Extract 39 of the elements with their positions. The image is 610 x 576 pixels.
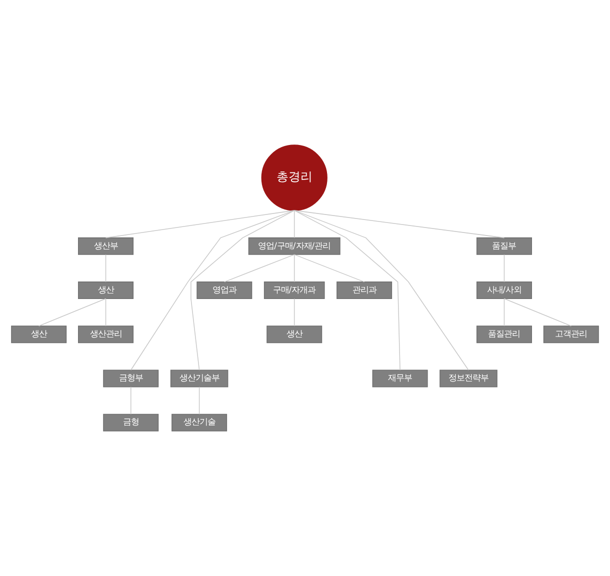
connector [105, 210, 295, 238]
connector [294, 254, 365, 282]
connector [294, 210, 469, 370]
node-box: 구매/자개과 [264, 282, 325, 300]
node-box: 생산기술 [172, 414, 228, 432]
node-box: 생산 [266, 326, 322, 344]
node-box: 고객관리 [543, 326, 599, 344]
connector [504, 298, 572, 326]
connector [224, 254, 295, 282]
connector [190, 210, 295, 370]
connector [130, 386, 132, 415]
connector [504, 254, 505, 282]
connector [38, 298, 106, 326]
node-box: 품질부 [476, 237, 532, 255]
connector [105, 254, 106, 282]
node-box: 정보전략부 [440, 370, 498, 388]
node-box: 생산 [11, 326, 67, 344]
connector [198, 386, 200, 415]
node-box: 품질관리 [476, 326, 532, 344]
connector [294, 298, 295, 326]
connector [504, 298, 505, 326]
node-box: 생산부 [78, 237, 134, 255]
node-box: 영업/구매/자재/관리 [248, 237, 340, 255]
node-box: 생산기술부 [170, 370, 228, 388]
node-box: 생산 [78, 282, 134, 300]
node-circle: 총경리 [261, 144, 328, 211]
node-box: 재무부 [372, 370, 428, 388]
node-box: 관리과 [336, 282, 392, 300]
connector [130, 210, 295, 370]
connector [105, 298, 106, 326]
node-box: 금형부 [103, 370, 159, 388]
connector [294, 254, 295, 282]
node-box: 금형 [103, 414, 159, 432]
connector [294, 210, 400, 370]
connector [294, 210, 295, 238]
node-box: 사내/사외 [476, 282, 532, 300]
node-box: 영업과 [196, 282, 252, 300]
node-box: 생산관리 [78, 326, 134, 344]
connector [294, 210, 505, 238]
